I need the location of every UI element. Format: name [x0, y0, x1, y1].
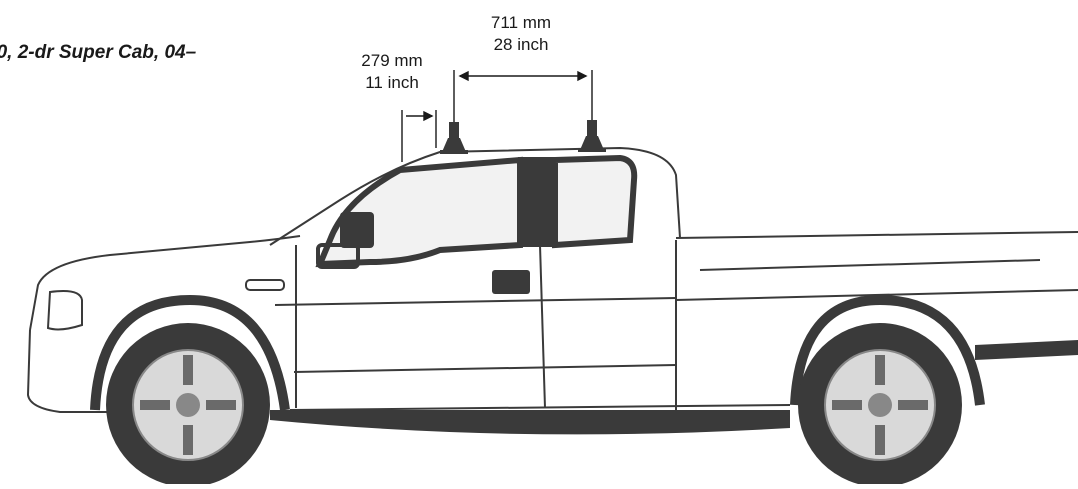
front-offset-inch: 11 inch: [365, 73, 419, 92]
front-offset-arrow: [423, 110, 434, 122]
rear-wheel: [798, 323, 962, 487]
side-marker-light: [245, 279, 285, 291]
b-pillar: [518, 157, 555, 247]
bar-spread-inch: 28 inch: [493, 35, 549, 54]
rear-window: [552, 154, 638, 249]
headlight: [46, 290, 83, 331]
bar-spread-mm: 711 mm: [490, 13, 552, 32]
side-mirror: [340, 212, 374, 248]
dimension-arrows: [401, 70, 593, 162]
door-handle: [492, 270, 530, 294]
front-wheel-arch: [90, 294, 290, 411]
truck-body-outline: [26, 146, 1078, 413]
front-rack-foot: [440, 122, 468, 154]
bar-spread-arrow-left: [458, 70, 469, 82]
mirror-mount: [316, 243, 360, 269]
bar-spread-label: 711 mm 28 inch: [476, 12, 566, 56]
running-board: [270, 410, 790, 435]
rear-rack-foot: [578, 120, 606, 152]
bar-spread-arrow-right: [577, 70, 588, 82]
rear-bumper: [975, 340, 1078, 360]
front-offset-label: 279 mm 11 inch: [352, 50, 432, 94]
rear-wheel-arch: [790, 294, 985, 406]
vehicle-title: 50, 2-dr Super Cab, 04–: [0, 42, 197, 63]
front-offset-mm: 279 mm: [361, 51, 423, 70]
front-wheel: [106, 323, 270, 487]
